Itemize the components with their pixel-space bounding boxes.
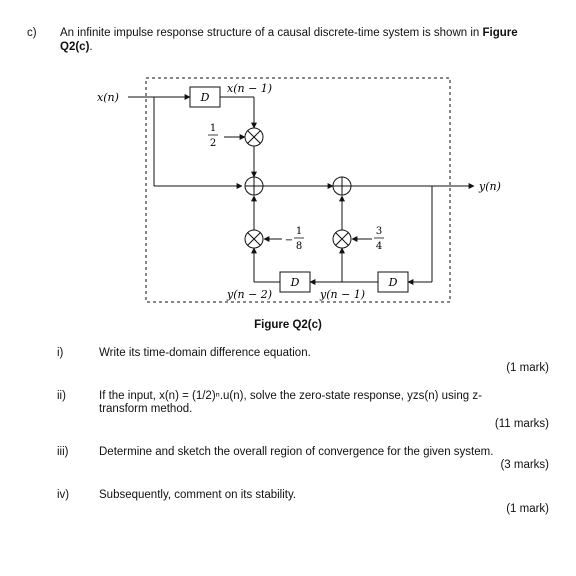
adder-2 (332, 176, 352, 196)
iir-block-diagram: D D D x(n) x(n − 1) y(n) y(n − 2) y(n − … (97, 77, 501, 303)
coef-b1-numerator: 1 (210, 123, 216, 134)
x-delayed-label: x(n − 1) (227, 82, 272, 95)
y-delay1-label: y(n − 1) (319, 288, 365, 301)
question-text-bold1: Figure (482, 27, 518, 39)
part-i-label: i) (57, 347, 64, 359)
part-ii-text-line2: transform method. (99, 403, 193, 415)
y-delay2-label: y(n − 2) (226, 288, 272, 301)
delay-label-y1: D (290, 276, 300, 289)
question-text-prefix: An infinite impulse response structure o… (60, 27, 483, 39)
figure-caption: Figure Q2(c) (254, 319, 322, 331)
delay-label-y2: D (388, 276, 398, 289)
part-iii-label: iii) (57, 446, 69, 458)
multiplier-b1 (244, 127, 264, 147)
adder-1 (244, 176, 264, 196)
coef-a2-sign: − (285, 235, 293, 246)
coef-a1-numerator: 3 (376, 226, 382, 237)
question-label: c) (27, 27, 37, 39)
delay-box-y2 (377, 271, 409, 293)
question-text-line1: An infinite impulse response structure o… (60, 26, 518, 40)
part-ii-label: ii) (57, 390, 66, 402)
coef-a1-denominator: 4 (376, 241, 382, 252)
part-i-text: Write its time-domain difference equatio… (99, 347, 311, 359)
part-iii-marks: (3 marks) (500, 459, 549, 471)
multiplier-a1 (332, 229, 352, 249)
part-iv-text: Subsequently, comment on its stability. (99, 489, 297, 501)
part-i-marks: (1 mark) (506, 362, 549, 374)
coef-a2-denominator: 8 (296, 241, 302, 252)
delay-box-x (189, 86, 221, 108)
part-iv-label: iv) (57, 489, 70, 501)
input-label: x(n) (97, 91, 119, 104)
coef-a2-numerator: 1 (296, 226, 302, 237)
output-label: y(n) (478, 180, 501, 193)
part-iii-text: Determine and sketch the overall region … (99, 446, 494, 458)
question-text-line2: Q2(c). (60, 40, 93, 54)
structure-boundary (145, 77, 451, 303)
delay-box-y1 (279, 271, 311, 293)
question-text-bold2: Q2(c) (60, 41, 90, 53)
multiplier-a2 (244, 229, 264, 249)
question-text-suffix: . (89, 41, 93, 53)
coef-b1-denominator: 2 (210, 138, 216, 149)
part-ii-marks: (11 marks) (494, 418, 549, 430)
part-iv-marks: (1 mark) (506, 503, 549, 515)
part-ii-text-line1: If the input, x(n) = (1/2)ⁿ.u(n), solve … (99, 390, 482, 402)
delay-label-x: D (200, 91, 210, 104)
